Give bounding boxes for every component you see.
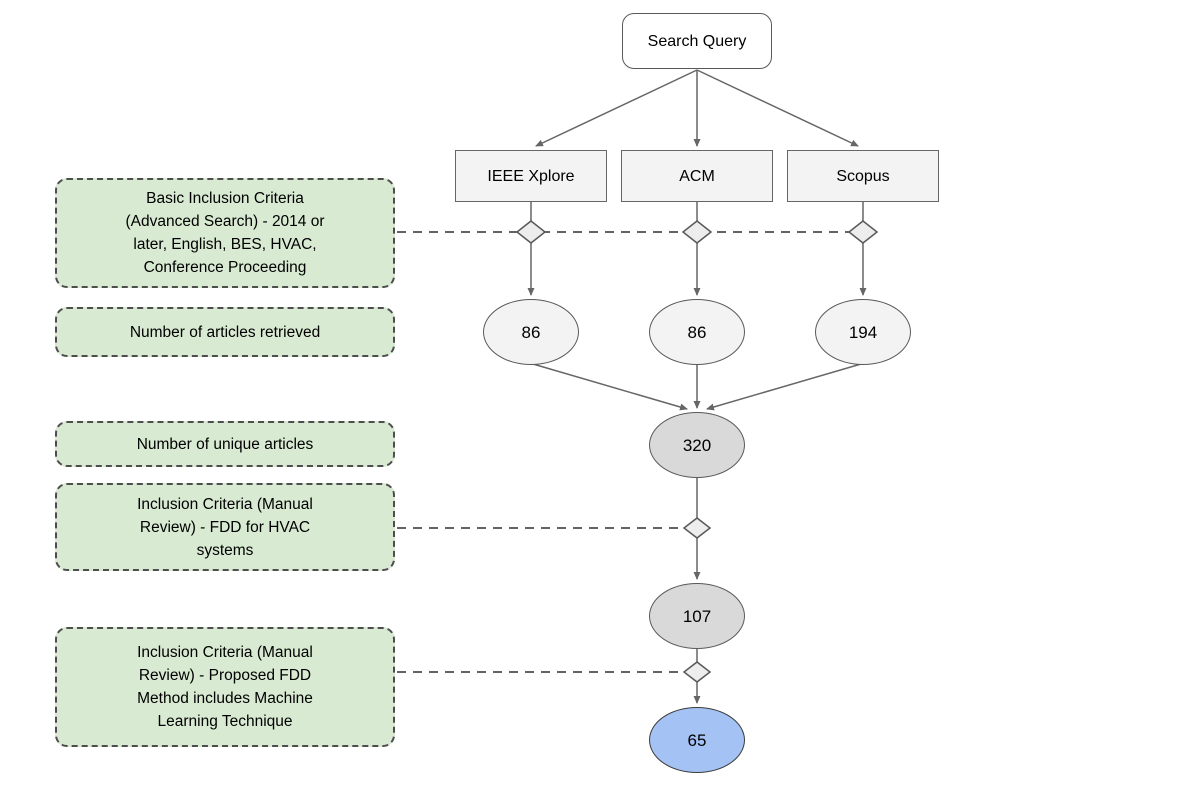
unique-count-ellipse: 320 [649,412,745,478]
final-count-ellipse: 65 [649,707,745,773]
count-value: 320 [682,435,712,455]
connector-ieee-unique [532,363,688,411]
annotation-text: Inclusion Criteria (Manual Review) - FDD… [137,495,313,559]
count-ellipse-scopus: 194 [815,299,911,365]
filter-diamond-manual [682,517,712,539]
count-value: 86 [521,322,541,342]
filter-diamond-final [682,661,712,683]
count-ellipse-ieee: 86 [483,299,579,365]
count-value: 107 [682,606,712,626]
annotation-unique-articles: Number of unique articles [55,421,395,467]
database-node-ieee: IEEE Xplore [455,150,607,202]
manual-review-count-ellipse: 107 [649,583,745,649]
count-value: 65 [687,730,707,750]
database-label: Scopus [836,167,890,185]
filter-diamond-scopus [847,220,879,244]
connector-scopus-unique [706,363,862,411]
filter-diamond-ieee [515,220,547,244]
annotation-text: Basic Inclusion Criteria (Advanced Searc… [125,190,325,276]
database-node-acm: ACM [621,150,773,202]
annotation-basic-inclusion-criteria: Basic Inclusion Criteria (Advanced Searc… [55,178,395,288]
connector-root-scopus [696,69,859,147]
search-query-node: Search Query [622,13,772,69]
annotation-inclusion-criteria-ml: Inclusion Criteria (Manual Review) - Pro… [55,627,395,747]
annotation-text: Number of unique articles [136,435,314,453]
database-label: IEEE Xplore [487,167,575,185]
annotation-articles-retrieved: Number of articles retrieved [55,307,395,357]
count-value: 194 [848,322,878,342]
count-value: 86 [687,322,707,342]
annotation-text: Inclusion Criteria (Manual Review) - Pro… [137,644,313,730]
search-query-label: Search Query [647,32,747,50]
database-node-scopus: Scopus [787,150,939,202]
filter-diamond-acm [681,220,713,244]
connector-root-ieee [535,69,698,147]
annotation-text: Number of articles retrieved [129,323,321,341]
count-ellipse-acm: 86 [649,299,745,365]
database-label: ACM [679,167,715,185]
annotation-inclusion-criteria-hvac: Inclusion Criteria (Manual Review) - FDD… [55,483,395,571]
